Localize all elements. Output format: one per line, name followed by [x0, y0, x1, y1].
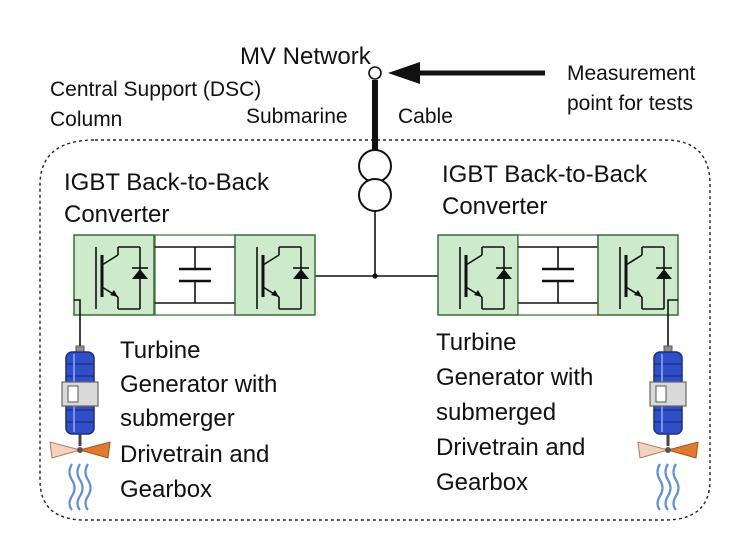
right-converter-label-line1: IGBT Back-to-Back	[442, 161, 648, 188]
left-turbine-label-line3: submerger	[120, 405, 235, 432]
right-converter	[437, 234, 679, 316]
transformer-primary-coil	[358, 149, 392, 183]
left-converter-label-line2: Converter	[64, 201, 169, 228]
right-turbine-label-line2: Generator with	[436, 364, 593, 391]
left-turbine-label-line5: Gearbox	[120, 476, 212, 503]
central-support-label-line1: Central Support (DSC)	[50, 78, 261, 101]
right-turbine-generator-icon	[636, 336, 700, 512]
measurement-label-line2: point for tests	[567, 92, 693, 115]
left-turbine-label-line4: Drivetrain and	[120, 441, 269, 468]
left-turbine-label-line1: Turbine	[120, 337, 200, 364]
transformer-secondary-coil	[358, 178, 392, 212]
measurement-arrow-head	[388, 62, 420, 84]
left-generator-lead	[74, 299, 81, 338]
right-turbine-label-line5: Gearbox	[436, 469, 528, 496]
measurement-label-line1: Measurement	[567, 62, 696, 85]
right-turbine-label-line4: Drivetrain and	[436, 434, 585, 461]
right-converter-label-line2: Converter	[442, 193, 547, 220]
bus-junction	[372, 273, 378, 279]
right-generator-lead	[667, 299, 678, 338]
measurement-point	[368, 66, 382, 80]
left-turbine-generator-icon	[48, 336, 112, 512]
left-turbine-label-line2: Generator with	[120, 371, 277, 398]
label-mask	[318, 82, 366, 100]
right-turbine-label-line1: Turbine	[436, 329, 516, 356]
right-converter-dc-link	[516, 234, 600, 316]
left-converter	[73, 234, 316, 316]
left-converter-dc-link	[153, 234, 237, 316]
submarine-cable-label-word2: Cable	[398, 105, 453, 128]
submarine-cable-label-word1: Submarine	[246, 105, 348, 128]
central-support-label-line2: Column	[50, 108, 122, 131]
right-turbine-label-line3: submerged	[436, 399, 556, 426]
mv-network-label: MV Network	[240, 43, 372, 70]
left-converter-label-line1: IGBT Back-to-Back	[64, 169, 270, 196]
